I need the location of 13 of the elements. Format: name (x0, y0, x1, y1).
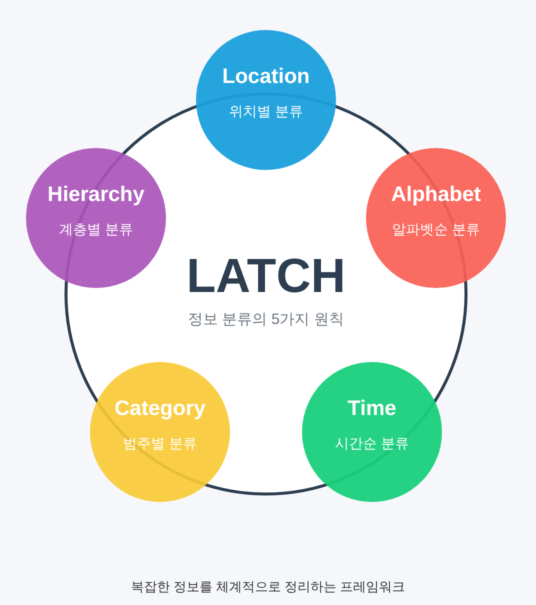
caption: 복잡한 정보를 체계적으로 정리하는 프레임워크 (130, 578, 406, 596)
principle-title: Location (221, 65, 311, 89)
subtitle: 정보 분류의 5가지 원칙 (187, 310, 345, 329)
principle-description: 시간순 분류 (334, 435, 410, 453)
principle-title: Time (346, 397, 398, 421)
principle-description: 계층별 분류 (58, 221, 134, 239)
main-title: LATCH (185, 249, 347, 304)
principle-description: 범주별 분류 (122, 435, 198, 453)
principle-title: Hierarchy (46, 183, 146, 207)
principle-title: Category (113, 397, 207, 421)
principle-description: 알파벳순 분류 (391, 221, 481, 239)
principle-title: Alphabet (390, 183, 482, 207)
principle-description: 위치별 분류 (228, 103, 304, 121)
